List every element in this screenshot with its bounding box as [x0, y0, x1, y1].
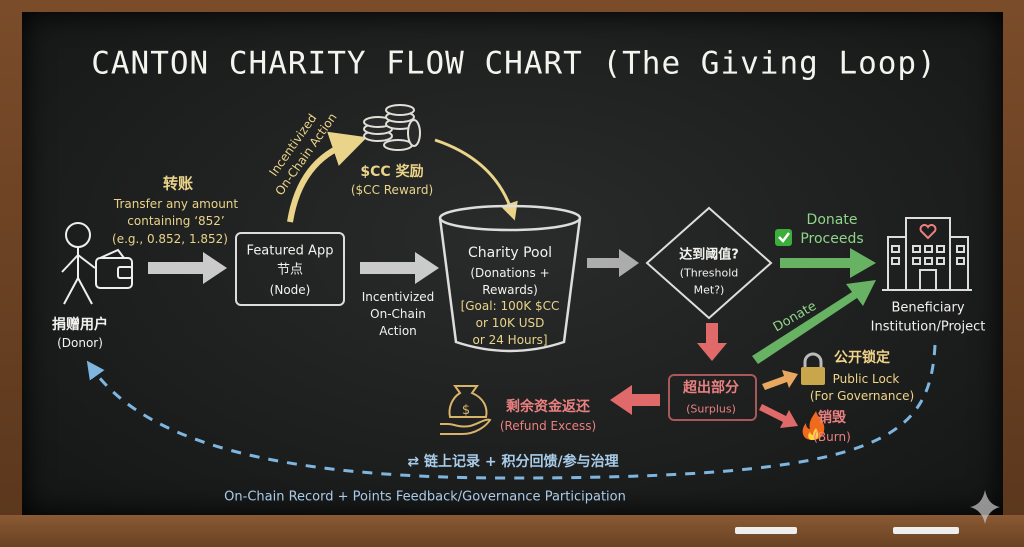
fire-icon: [802, 411, 825, 440]
sparkle-watermark-icon: [970, 490, 1000, 524]
burn-label-zh: 销毁: [818, 410, 846, 426]
wallet-icon: [95, 248, 133, 289]
beneficiary-line2: Institution/Project: [870, 319, 986, 335]
reward-label-zh: $CC 奖励: [360, 164, 424, 180]
reward-label-en: ($CC Reward): [350, 183, 434, 197]
chalk-tray: [0, 515, 1024, 547]
loop-dashed-arrow: [86, 344, 937, 480]
lock-line3: (For Governance): [809, 389, 915, 403]
pool-goal-line: [Goal: 100K $CC: [460, 299, 560, 313]
coins-icon: [363, 104, 421, 151]
lock-label-zh: 公开锁定: [834, 350, 890, 366]
beneficiary-line1: Beneficiary: [891, 300, 965, 316]
arrow-node-to-pool: [360, 252, 439, 284]
donor-label-zh: 捐赠用户: [52, 317, 108, 333]
action-line: On-Chain: [370, 307, 426, 321]
burn-label-en: (Burn): [813, 430, 851, 444]
surplus-label-en: (Surplus): [686, 402, 736, 416]
node-line3: (Node): [269, 283, 311, 297]
pool-line: Rewards): [482, 283, 538, 297]
arrow-threshold-to-surplus: [697, 323, 727, 361]
donate-proceeds-line2: Proceeds: [800, 231, 864, 247]
check-icon: [775, 229, 792, 246]
pool-title: Charity Pool: [467, 245, 553, 261]
donor-label-en: (Donor): [57, 336, 103, 350]
transfer-label-zh: 转账: [162, 174, 194, 193]
threshold-line3: Met?): [693, 283, 725, 297]
beneficiary-building-icon: [882, 217, 972, 291]
pool-goal-line: or 24 Hours]: [472, 333, 548, 347]
transfer-line: containing ‘852’: [127, 214, 225, 228]
threshold-label-zh: 达到阈值?: [679, 247, 739, 263]
node-line2: 节点: [276, 262, 304, 278]
arrow-reward-to-pool: [434, 138, 518, 221]
arrow-surplus-to-burn: [759, 404, 798, 428]
money-bag-hand-icon: $: [440, 385, 492, 435]
threshold-diamond: [645, 206, 773, 320]
arrow-pool-to-threshold: [587, 249, 639, 277]
arrow-donor-to-node: [148, 252, 227, 284]
lock-line2: Public Lock: [832, 372, 900, 386]
surplus-box: [668, 374, 757, 421]
arrow-donate: [752, 280, 876, 364]
loop-label-zh-row: ⇄ 链上记录 + 积分回馈/参与治理: [407, 455, 618, 469]
featured-app-node-box: [235, 232, 345, 306]
loop-label-zh: 链上记录 + 积分回馈/参与治理: [424, 454, 619, 470]
svg-text:$: $: [462, 403, 470, 418]
donor-stick-figure-icon: [61, 222, 96, 305]
chalk-piece: [893, 527, 959, 534]
donate-proceeds-line1: Donate: [806, 212, 858, 228]
refund-label-en: (Refund Excess): [499, 419, 597, 433]
loop-label-en: On-Chain Record + Points Feedback/Govern…: [224, 489, 626, 505]
pool-line: (Donations +: [470, 266, 550, 280]
arrow-node-to-reward: [287, 131, 368, 223]
loop-cycle-icon: ⇄: [407, 454, 420, 470]
arrow-donate-proceeds: [780, 248, 876, 278]
pool-goal-line: or 10K USD: [475, 316, 545, 330]
action-line: Incentivized: [361, 290, 435, 304]
lock-icon: [801, 352, 825, 385]
transfer-line: Transfer any amount: [113, 197, 239, 211]
charity-pool-bucket-icon: [438, 204, 582, 353]
refund-label-zh: 剩余资金返还: [506, 399, 590, 415]
transfer-line: (e.g., 0.852, 1.852): [112, 232, 228, 246]
arrow-surplus-to-refund: [610, 385, 660, 415]
page-title: CANTON CHARITY FLOW CHART (The Giving Lo…: [91, 45, 937, 82]
threshold-line2: (Threshold: [679, 266, 739, 280]
surplus-label-zh: 超出部分: [683, 380, 739, 396]
node-line1: Featured App: [246, 243, 334, 259]
action-line: Action: [379, 324, 417, 338]
arrow-surplus-to-lock: [762, 370, 798, 390]
chalk-piece: [735, 527, 797, 534]
